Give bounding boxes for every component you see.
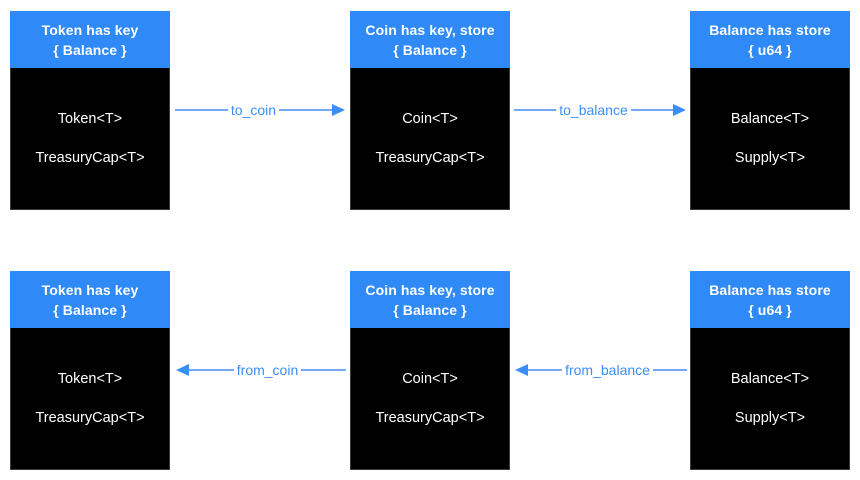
arrow-line [630, 109, 674, 111]
box-title-line2: { Balance } [53, 41, 127, 58]
coin-box-bottom-header: Coin has key, store { Balance } [350, 271, 510, 328]
coin-box-top: Coin has key, store { Balance } Coin<T> … [350, 11, 510, 210]
arrowhead-right-icon [673, 104, 687, 116]
from-balance-arrow: from_balance [515, 358, 688, 382]
arrow-line [189, 369, 234, 371]
to-balance-arrow: to_balance [514, 98, 687, 122]
arrow-line [279, 109, 332, 111]
arrowhead-left-icon [515, 364, 528, 376]
token-box-bottom: Token has key { Balance } Token<T> Treas… [10, 271, 170, 470]
balance-box-top-body: Balance<T> Supply<T> [690, 68, 850, 210]
box-title-line2: { u64 } [748, 41, 792, 58]
coin-box-bottom-body: Coin<T> TreasuryCap<T> [350, 328, 510, 470]
box-title-line1: Token has key [41, 21, 139, 38]
box-field: Balance<T> [730, 371, 810, 387]
token-box-top-body: Token<T> TreasuryCap<T> [10, 68, 170, 210]
token-box-bottom-body: Token<T> TreasuryCap<T> [10, 328, 170, 470]
box-title-line2: { Balance } [53, 301, 127, 318]
arrow-line [514, 109, 557, 111]
box-title-line1: Balance has store [709, 281, 831, 298]
arrow-line [652, 369, 688, 371]
box-field: Balance<T> [730, 111, 810, 127]
balance-box-bottom-header: Balance has store { u64 } [690, 271, 850, 328]
balance-box-top: Balance has store { u64 } Balance<T> Sup… [690, 11, 850, 210]
arrow-label: from_coin [236, 362, 299, 378]
box-field: TreasuryCap<T> [35, 150, 145, 166]
from-coin-arrow: from_coin [176, 358, 346, 382]
coin-box-top-header: Coin has key, store { Balance } [350, 11, 510, 68]
box-title-line1: Token has key [41, 281, 139, 298]
box-title-line1: Balance has store [709, 21, 831, 38]
box-field: Supply<T> [734, 150, 806, 166]
coin-box-top-body: Coin<T> TreasuryCap<T> [350, 68, 510, 210]
token-box-top-header: Token has key { Balance } [10, 11, 170, 68]
to-coin-arrow: to_coin [175, 98, 345, 122]
arrow-label: to_balance [559, 102, 628, 118]
coin-box-bottom: Coin has key, store { Balance } Coin<T> … [350, 271, 510, 470]
balance-box-bottom: Balance has store { u64 } Balance<T> Sup… [690, 271, 850, 470]
box-title-line1: Coin has key, store [365, 21, 495, 38]
arrow-line [175, 109, 228, 111]
box-field: TreasuryCap<T> [375, 410, 485, 426]
balance-box-bottom-body: Balance<T> Supply<T> [690, 328, 850, 470]
box-title-line2: { u64 } [748, 301, 792, 318]
box-field: Token<T> [57, 371, 123, 387]
box-field: TreasuryCap<T> [35, 410, 145, 426]
arrow-line [301, 369, 346, 371]
arrow-label: to_coin [230, 102, 277, 118]
arrow-label: from_balance [565, 362, 650, 378]
arrowhead-left-icon [176, 364, 189, 376]
box-field: Token<T> [57, 111, 123, 127]
box-title-line2: { Balance } [393, 301, 467, 318]
box-field: TreasuryCap<T> [375, 150, 485, 166]
arrow-line [528, 369, 563, 371]
token-box-bottom-header: Token has key { Balance } [10, 271, 170, 328]
box-title-line2: { Balance } [393, 41, 467, 58]
box-field: Coin<T> [402, 371, 458, 387]
arrowhead-right-icon [332, 104, 345, 116]
box-field: Supply<T> [734, 410, 806, 426]
box-title-line1: Coin has key, store [365, 281, 495, 298]
box-field: Coin<T> [402, 111, 458, 127]
balance-box-top-header: Balance has store { u64 } [690, 11, 850, 68]
token-box-top: Token has key { Balance } Token<T> Treas… [10, 11, 170, 210]
